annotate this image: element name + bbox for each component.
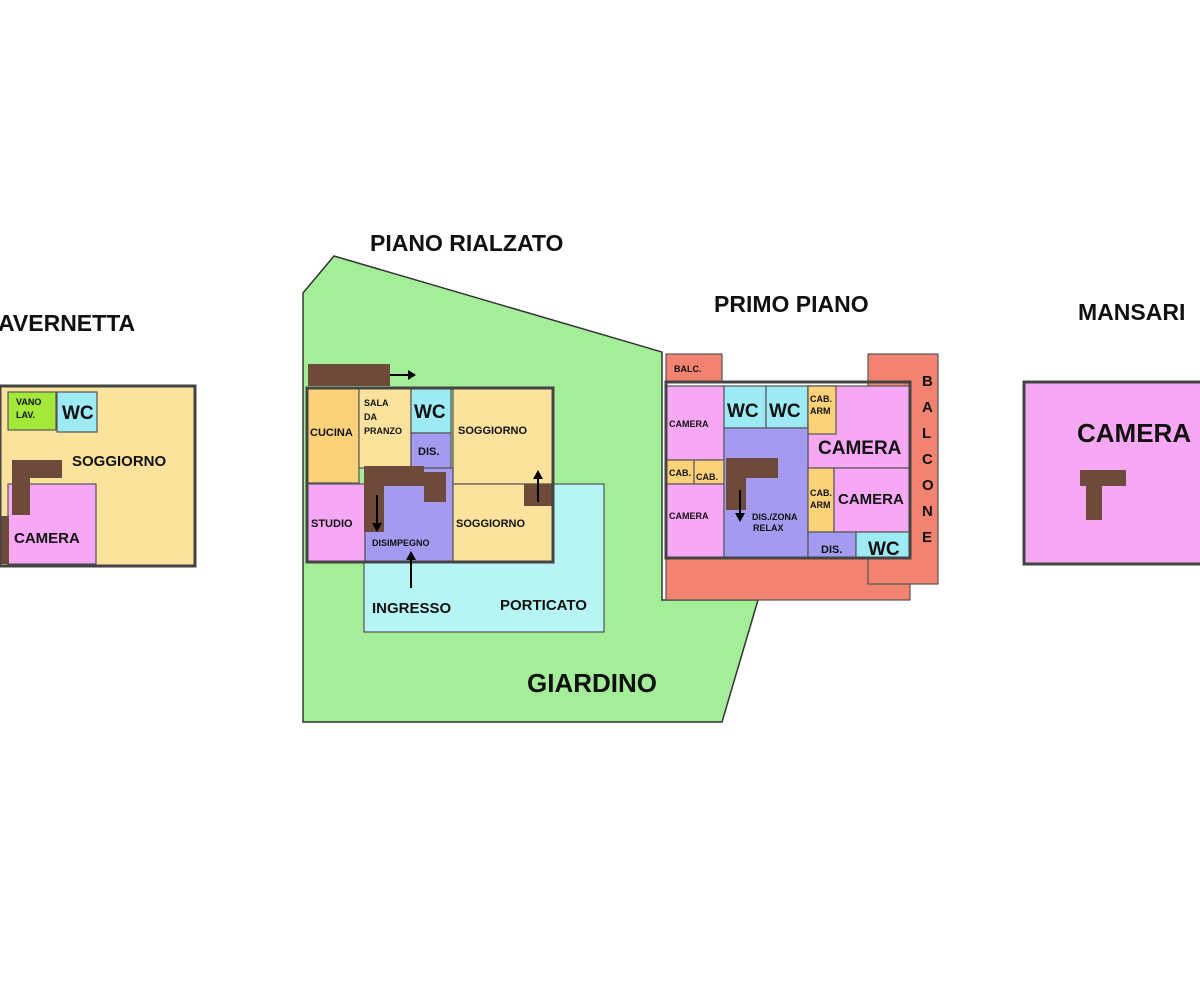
floor-primo-piano: PRIMO PIANO BALC. CAMERA WC WC CAB. ARM … xyxy=(664,291,939,601)
room-cab-arm-2 xyxy=(807,467,835,533)
room-vano-lav xyxy=(7,391,57,431)
floor-mansarda: MANSARI CAMERA xyxy=(1022,299,1200,566)
room-wc-tavernetta xyxy=(56,391,98,433)
stairs-rialzato-top xyxy=(308,364,390,386)
room-label-dis-rialzato: DIS. xyxy=(418,446,439,458)
room-label-cab-arm-1b: ARM xyxy=(810,406,831,416)
room-label-relax: RELAX xyxy=(753,523,784,533)
floor-tavernetta: AVERNETTA VANO LAV. WC SOGGIORNO CAMERA xyxy=(0,310,197,568)
room-dis-primo xyxy=(807,531,857,559)
room-label-camera-1-primo: CAMERA xyxy=(669,419,709,429)
stairs-tavernetta-lower xyxy=(0,516,9,564)
floor-title-primo-piano: PRIMO PIANO xyxy=(714,291,869,317)
room-cab-arm-1-box xyxy=(807,385,837,435)
arrow-head-3 xyxy=(533,470,543,479)
room-label-pranzo: PRANZO xyxy=(364,426,402,436)
walls-rialzato xyxy=(305,386,555,564)
room-label-soggiorno-2: SOGGIORNO xyxy=(456,518,526,530)
room-label-lav: LAV. xyxy=(16,410,35,420)
stairs-mansarda-vertical xyxy=(1086,470,1102,520)
room-label-dis-zona: DIS./ZONA xyxy=(752,512,798,522)
room-label-camera-4-primo: CAMERA xyxy=(838,491,904,508)
room-cab-2 xyxy=(693,459,725,485)
room-dis-rialzato xyxy=(410,432,452,469)
balcone-letter-c: C xyxy=(922,451,933,468)
room-label-camera-tavernetta: CAMERA xyxy=(14,530,80,547)
room-wc-rialzato xyxy=(410,387,452,434)
room-label-da: DA xyxy=(364,412,377,422)
room-label-vano: VANO xyxy=(16,397,41,407)
room-label-soggiorno-1: SOGGIORNO xyxy=(458,425,528,437)
room-label-wc-rialzato: WC xyxy=(414,402,446,423)
room-camera-1-primo xyxy=(665,385,725,461)
walls-tavernetta xyxy=(0,384,197,568)
arrow-head-1 xyxy=(408,370,416,380)
stairs-tavernetta-vertical xyxy=(12,460,30,515)
stairs-primo-vertical xyxy=(726,458,746,510)
arrow-head-4 xyxy=(406,551,416,560)
arrow-head-2 xyxy=(372,523,382,532)
room-label-cucina: CUCINA xyxy=(310,427,353,439)
walls-mansarda xyxy=(1022,380,1200,566)
room-label-ingresso: INGRESSO xyxy=(372,600,452,617)
room-label-disimpegno: DISIMPEGNO xyxy=(372,538,430,548)
room-wc-1-primo xyxy=(723,385,767,429)
room-label-camera-3-primo: CAMERA xyxy=(669,511,709,521)
floor-title-mansarda: MANSARI xyxy=(1078,299,1185,325)
balcone-letter-l: L xyxy=(922,425,931,442)
balcone-letter-e: E xyxy=(922,529,932,546)
room-label-soggiorno-tavernetta: SOGGIORNO xyxy=(72,453,167,470)
room-label-cab-2: CAB. xyxy=(696,472,718,482)
arrow-head-primo xyxy=(735,513,745,522)
room-label-wc-1-primo: WC xyxy=(727,401,759,422)
room-label-studio: STUDIO xyxy=(311,518,353,530)
walls-primo xyxy=(664,380,912,560)
room-label-camera-2-primo: CAMERA xyxy=(818,438,902,459)
room-label-cab-arm-2a: CAB. xyxy=(810,488,832,498)
room-wc-2-primo xyxy=(765,385,809,429)
room-label-cab-arm-2b: ARM xyxy=(810,500,831,510)
room-label-camera-mansarda: CAMERA xyxy=(1077,418,1191,448)
balcone-letter-n: N xyxy=(922,503,933,520)
floor-title-piano-rialzato: PIANO RIALZATO xyxy=(370,230,563,256)
room-studio xyxy=(306,483,366,563)
floor-piano-rialzato: PIANO RIALZATO CUCINA SALA DA PRANZO WC … xyxy=(302,230,760,723)
balcone-letter-o: O xyxy=(922,477,934,494)
stairs-rialzato-vertical xyxy=(364,466,384,532)
balcone-letter-b: B xyxy=(922,373,933,390)
stairs-rialzato-side xyxy=(424,472,446,502)
room-soggiorno-1 xyxy=(452,387,554,485)
room-label-cab-1: CAB. xyxy=(669,468,691,478)
room-camera-3-primo xyxy=(665,483,725,559)
room-label-dis-primo: DIS. xyxy=(821,544,842,556)
floor-title-tavernetta: AVERNETTA xyxy=(0,310,135,336)
room-label-porticato: PORTICATO xyxy=(500,597,587,614)
room-label-sala: SALA xyxy=(364,398,389,408)
room-label-giardino: GIARDINO xyxy=(527,668,657,698)
room-label-wc-2-primo: WC xyxy=(769,401,801,422)
room-label-wc-tavernetta: WC xyxy=(62,403,94,424)
room-label-cab-arm-1a: CAB. xyxy=(810,394,832,404)
room-label-wc-3-primo: WC xyxy=(868,539,900,560)
room-label-balc: BALC. xyxy=(674,364,702,374)
balcone-letter-a: A xyxy=(922,399,933,416)
